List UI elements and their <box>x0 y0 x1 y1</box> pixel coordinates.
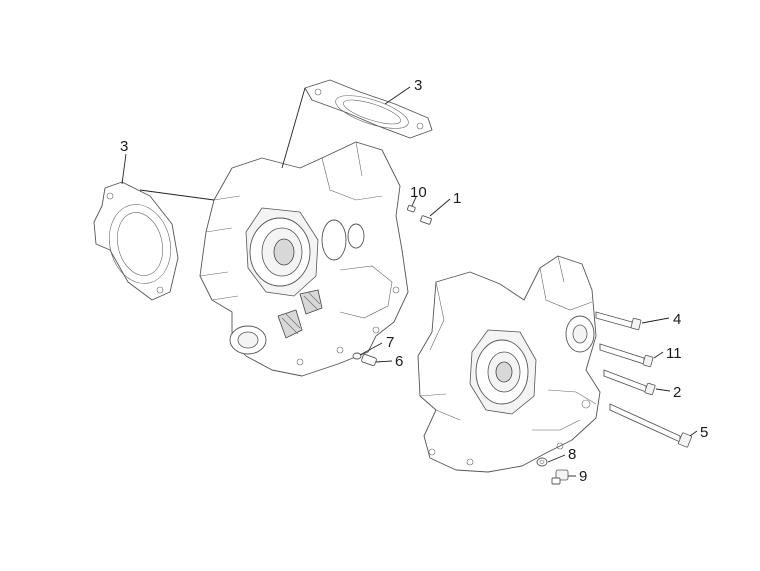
leader-6 <box>375 360 393 363</box>
leader-5 <box>689 430 698 437</box>
leader-1 <box>429 198 451 217</box>
bolt-4[interactable] <box>595 311 642 331</box>
callout-11: 11 <box>666 345 682 362</box>
callout-5: 5 <box>700 424 708 441</box>
callout-9: 9 <box>579 468 587 485</box>
callout-3-top: 3 <box>414 77 422 94</box>
cylinder-gasket-left[interactable] <box>93 181 179 301</box>
leader-3-top <box>384 86 411 105</box>
washer-8[interactable] <box>536 457 548 467</box>
callout-7: 7 <box>386 334 394 351</box>
leader-10 <box>411 196 417 207</box>
leader-4 <box>641 317 670 324</box>
leader-lines <box>121 86 698 477</box>
leader-2 <box>655 388 671 392</box>
leader-7 <box>359 342 383 356</box>
bolt-5[interactable] <box>609 403 692 448</box>
callout-8: 8 <box>568 446 576 463</box>
callout-1: 1 <box>453 190 461 207</box>
crankcase-half-left[interactable] <box>199 141 409 377</box>
dowel-pin-10[interactable] <box>406 204 416 213</box>
callout-4: 4 <box>673 311 681 328</box>
leader-8 <box>547 454 566 463</box>
callout-10: 10 <box>410 184 427 201</box>
leader-11 <box>653 351 664 359</box>
dowel-1[interactable] <box>420 215 432 225</box>
plug-9[interactable] <box>551 469 569 485</box>
washer-7[interactable] <box>352 352 362 360</box>
leader-3-top-to-case <box>281 87 306 169</box>
plug-6[interactable] <box>361 353 377 367</box>
callout-2: 2 <box>673 384 681 401</box>
cylinder-gasket-top[interactable] <box>304 79 433 139</box>
callout-labels: 3 3 10 1 7 6 4 11 2 5 8 9 <box>120 77 708 485</box>
leader-3-left <box>121 153 127 185</box>
leader-3-left-to-case <box>139 189 215 201</box>
callout-6: 6 <box>395 353 403 370</box>
callout-3-left: 3 <box>120 138 128 155</box>
bolt-2[interactable] <box>603 369 656 396</box>
crankcase-half-right[interactable] <box>417 255 601 473</box>
bolt-11[interactable] <box>599 343 654 368</box>
